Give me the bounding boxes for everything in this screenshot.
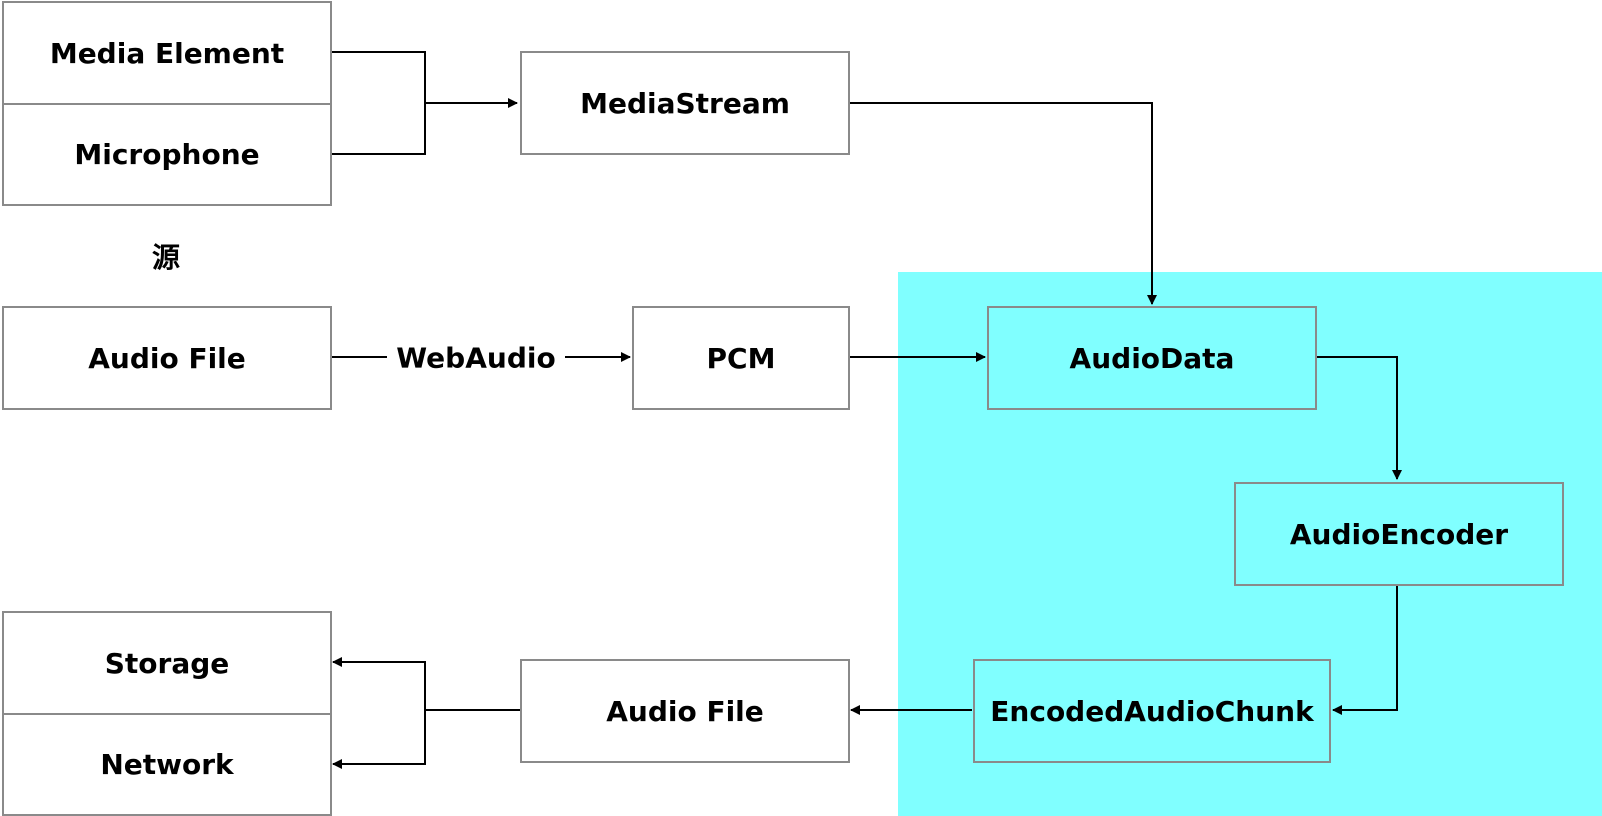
node-microphone: Microphone <box>2 103 332 206</box>
node-mediastream: MediaStream <box>520 51 850 155</box>
node-encoded-audio-chunk: EncodedAudioChunk <box>973 659 1331 763</box>
label-source: 源 <box>151 241 181 274</box>
node-media-element: Media Element <box>2 1 332 105</box>
node-audio-file-source: Audio File <box>2 306 332 410</box>
node-audioencoder: AudioEncoder <box>1234 482 1564 586</box>
node-network: Network <box>2 713 332 816</box>
node-pcm: PCM <box>632 306 850 410</box>
webcodecs-region <box>898 272 1602 816</box>
arrow-audioencoder-to-chunk <box>1332 584 1398 715</box>
arrow-to-storage <box>332 657 426 710</box>
arrow-to-network <box>332 710 426 769</box>
connector-microphone-merge <box>330 103 426 155</box>
node-audiodata: AudioData <box>987 306 1317 410</box>
node-audio-file-output: Audio File <box>520 659 850 763</box>
connector-media-element-merge <box>330 51 426 103</box>
node-storage: Storage <box>2 611 332 715</box>
arrow-audiodata-to-audioencoder <box>1316 356 1402 480</box>
arrow-mediastream-to-audiodata <box>849 102 1157 305</box>
label-webaudio: WebAudio <box>396 341 556 375</box>
